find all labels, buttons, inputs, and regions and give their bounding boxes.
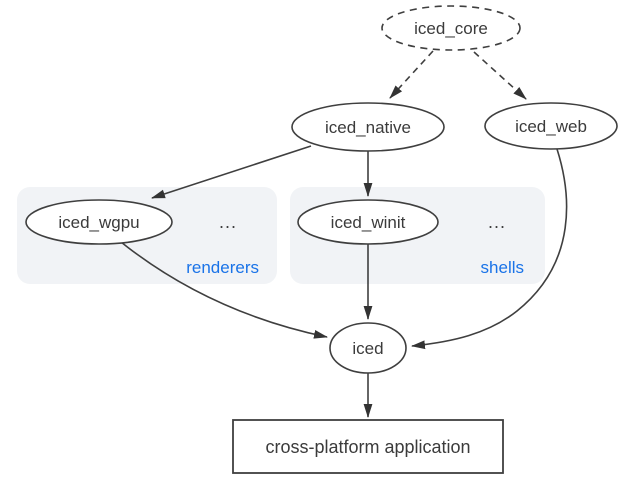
node-iced-winit: iced_winit [297,199,439,245]
iced-label: iced [352,339,383,358]
iced-web-label: iced_web [515,117,587,136]
node-iced-native: iced_native [291,102,445,152]
edge-iced-wgpu-to-iced [120,241,328,339]
node-iced: iced [329,322,407,374]
application-rect [232,419,504,474]
iced-core-label: iced_core [414,19,488,38]
shells-ellipsis: ... [488,212,506,232]
iced-native-ellipse [291,102,445,152]
iced-winit-label: iced_winit [331,213,406,232]
iced-wgpu-label: iced_wgpu [58,213,139,232]
edge-iced-web-to-iced [411,148,568,350]
shells-group-label: shells [481,258,524,277]
node-iced-web: iced_web [484,102,618,150]
iced-web-ellipse [484,102,618,150]
application-label: cross-platform application [265,437,470,457]
node-iced-core: iced_core [381,5,521,51]
iced-wgpu-ellipse [25,199,173,245]
iced-native-label: iced_native [325,118,411,137]
node-iced-wgpu: iced_wgpu [25,199,173,245]
iced-core-ellipse [381,5,521,51]
renderers-ellipsis: ... [219,212,237,232]
iced-winit-ellipse [297,199,439,245]
edge-iced-core-to-iced-web [473,51,527,100]
edge-iced-native-to-iced-wgpu [151,145,312,199]
edge-iced-core-to-iced-native [389,50,434,99]
iced-ellipse [329,322,407,374]
renderers-group-label: renderers [186,258,259,277]
node-application: cross-platform application [232,419,504,474]
